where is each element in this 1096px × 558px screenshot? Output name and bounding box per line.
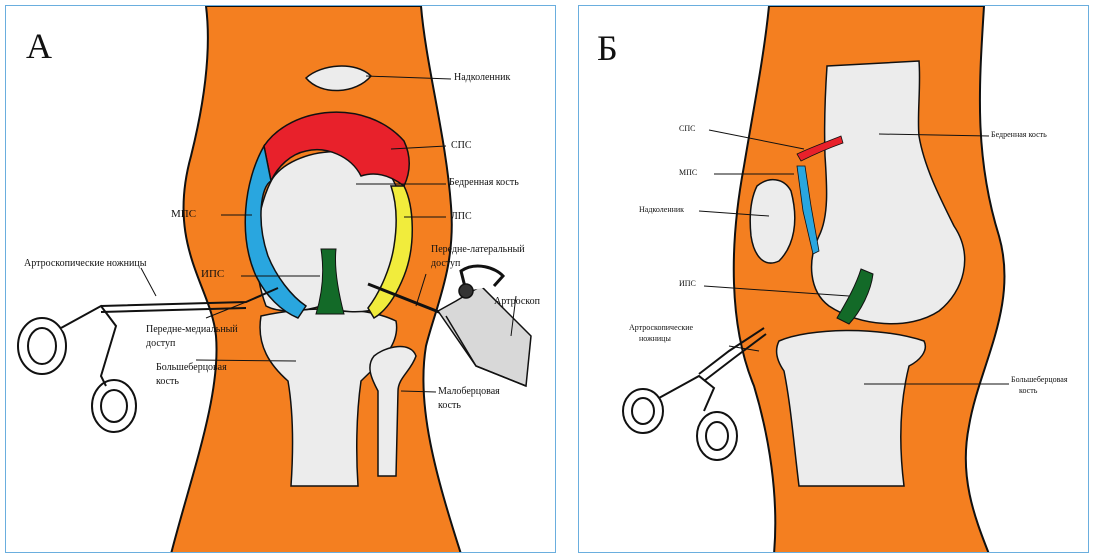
label-spc-b: СПС bbox=[679, 125, 695, 134]
label-tibia-1: Большеберцовая bbox=[156, 362, 227, 373]
label-fibula-1: Малоберцовая bbox=[438, 386, 500, 397]
label-tibia-b-2: кость bbox=[1019, 387, 1037, 396]
panel-b-letter: Б bbox=[597, 30, 618, 66]
label-ipc-b: ИПС bbox=[679, 280, 696, 289]
panel-a-illustration bbox=[6, 6, 556, 553]
label-anterolateral-2: доступ bbox=[431, 258, 460, 269]
label-arthroscope: Артроскоп bbox=[494, 296, 540, 307]
label-ipc: ИПС bbox=[201, 268, 224, 280]
label-patella-b: Надколенник bbox=[639, 206, 684, 215]
label-anteromedial-2: доступ bbox=[146, 338, 175, 349]
label-femur: Бедренная кость bbox=[449, 177, 519, 188]
label-lpc: ЛПС bbox=[451, 211, 472, 222]
panel-b-illustration bbox=[579, 6, 1089, 553]
label-anterolateral-1: Передне-латеральный bbox=[431, 244, 525, 255]
label-anteromedial-1: Передне-медиальный bbox=[146, 324, 238, 335]
label-fibula-2: кость bbox=[438, 400, 461, 411]
label-arthroscopic-scissors: Артроскопические ножницы bbox=[24, 258, 146, 269]
label-mpc-b: МПС bbox=[679, 169, 697, 178]
label-scissors-b-1: Артроскопические bbox=[629, 324, 693, 333]
label-tibia-b-1: Большеберцовая bbox=[1011, 376, 1068, 385]
label-spc: СПС bbox=[451, 140, 472, 151]
label-mpc: МПС bbox=[171, 208, 196, 220]
label-femur-b: Бедренная кость bbox=[991, 131, 1047, 140]
panel-b-lateral-view: Б СПС Бедренная кость МПС Надколенник ИП… bbox=[578, 5, 1089, 553]
label-tibia-2: кость bbox=[156, 376, 179, 387]
label-patella: Надколенник bbox=[454, 72, 510, 83]
label-scissors-b-2: ножницы bbox=[639, 335, 671, 344]
panel-a-letter: А bbox=[26, 28, 52, 64]
panel-a-frontal-view: А Надколенник СПС Бедренная кость ЛПС МП… bbox=[5, 5, 556, 553]
